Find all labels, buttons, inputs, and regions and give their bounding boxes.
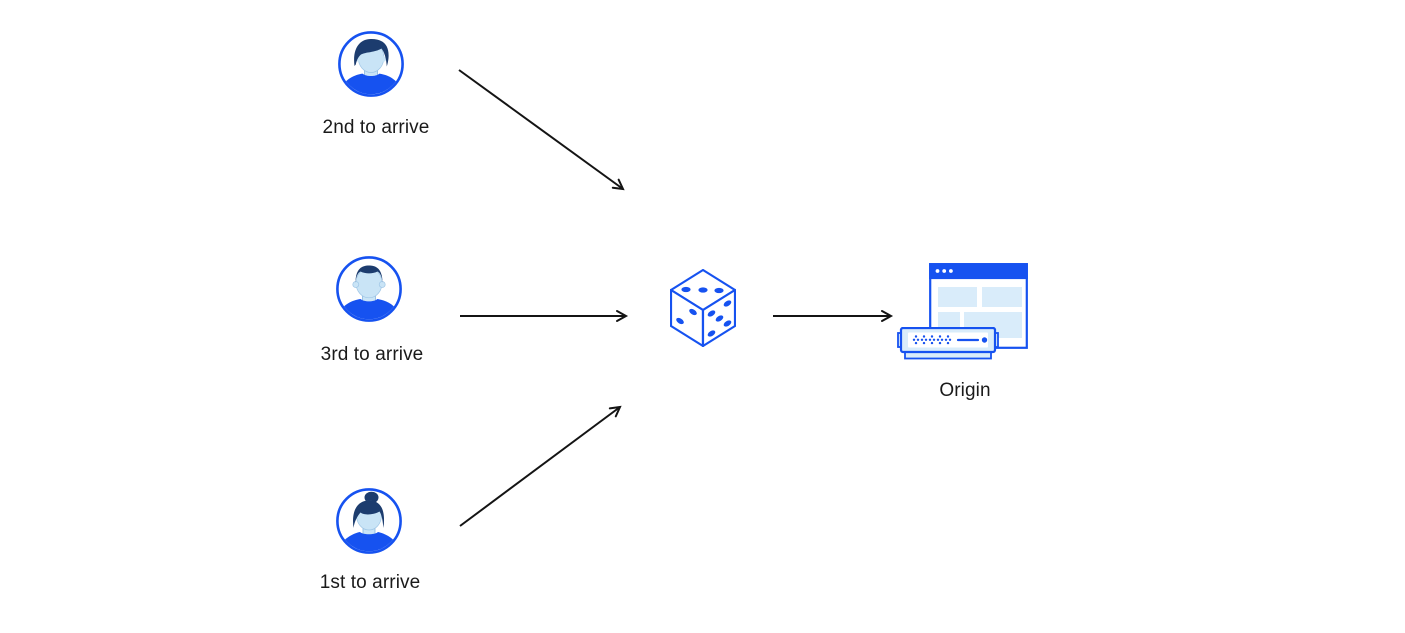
server-indicator-light <box>981 337 988 343</box>
visitor-3rd-label: 3rd to arrive <box>320 344 424 365</box>
server-vent-dots <box>912 335 952 345</box>
male-avatar-icon <box>338 31 404 97</box>
visitor-2nd-label: 2nd to arrive <box>322 117 430 138</box>
dice-icon <box>670 269 736 347</box>
female-avatar-icon <box>336 488 402 554</box>
edge-visitor_1st-to-dice <box>459 405 622 527</box>
server-icon <box>897 327 999 360</box>
origin-label: Origin <box>939 380 991 401</box>
visitor-1st-label: 1st to arrive <box>319 572 421 593</box>
male-avatar-icon <box>336 256 402 322</box>
edge-visitor_2nd-to-dice <box>458 69 625 191</box>
